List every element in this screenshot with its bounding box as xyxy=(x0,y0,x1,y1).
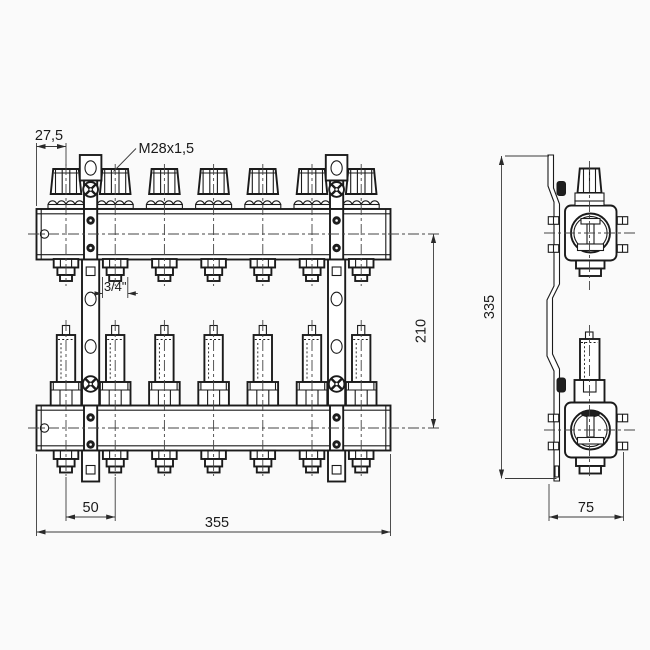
label-valve-thread: M28x1,5 xyxy=(113,141,195,172)
dimension-offset-first: 27,5 xyxy=(35,128,67,206)
side-bottom-meter-body xyxy=(547,331,629,475)
dim-label-27-5: 27,5 xyxy=(35,128,63,144)
rail-slot xyxy=(554,465,560,478)
dim-label-3-4: 3/4" xyxy=(104,279,127,294)
dim-label-50: 50 xyxy=(83,500,99,516)
dim-label-m28: M28x1,5 xyxy=(139,141,195,157)
dim-label-355: 355 xyxy=(205,515,229,531)
dim-label-210: 210 xyxy=(414,319,430,343)
dimension-overall-height: 335 xyxy=(482,155,557,479)
dimension-axis-distance: 210 xyxy=(414,234,437,428)
side-top-valve-body xyxy=(547,167,629,277)
rail-clip xyxy=(556,377,566,393)
dim-label-335: 335 xyxy=(482,295,498,319)
dimension-outlet-spacing: 50 xyxy=(65,477,116,521)
dim-label-75: 75 xyxy=(578,500,594,516)
centerlines-side xyxy=(544,161,636,478)
dimension-overall-depth: 75 xyxy=(548,452,624,521)
dimensions: 27,5 M28x1,5 3/4" 210 xyxy=(35,128,624,536)
front-view xyxy=(28,153,440,483)
centerlines-front xyxy=(28,164,440,476)
dimension-outlet-thread: 3/4" xyxy=(92,277,138,298)
wall-rail xyxy=(546,154,561,482)
side-view xyxy=(544,154,636,482)
dimension-overall-width: 355 xyxy=(36,454,391,536)
rail-clip xyxy=(556,181,566,196)
